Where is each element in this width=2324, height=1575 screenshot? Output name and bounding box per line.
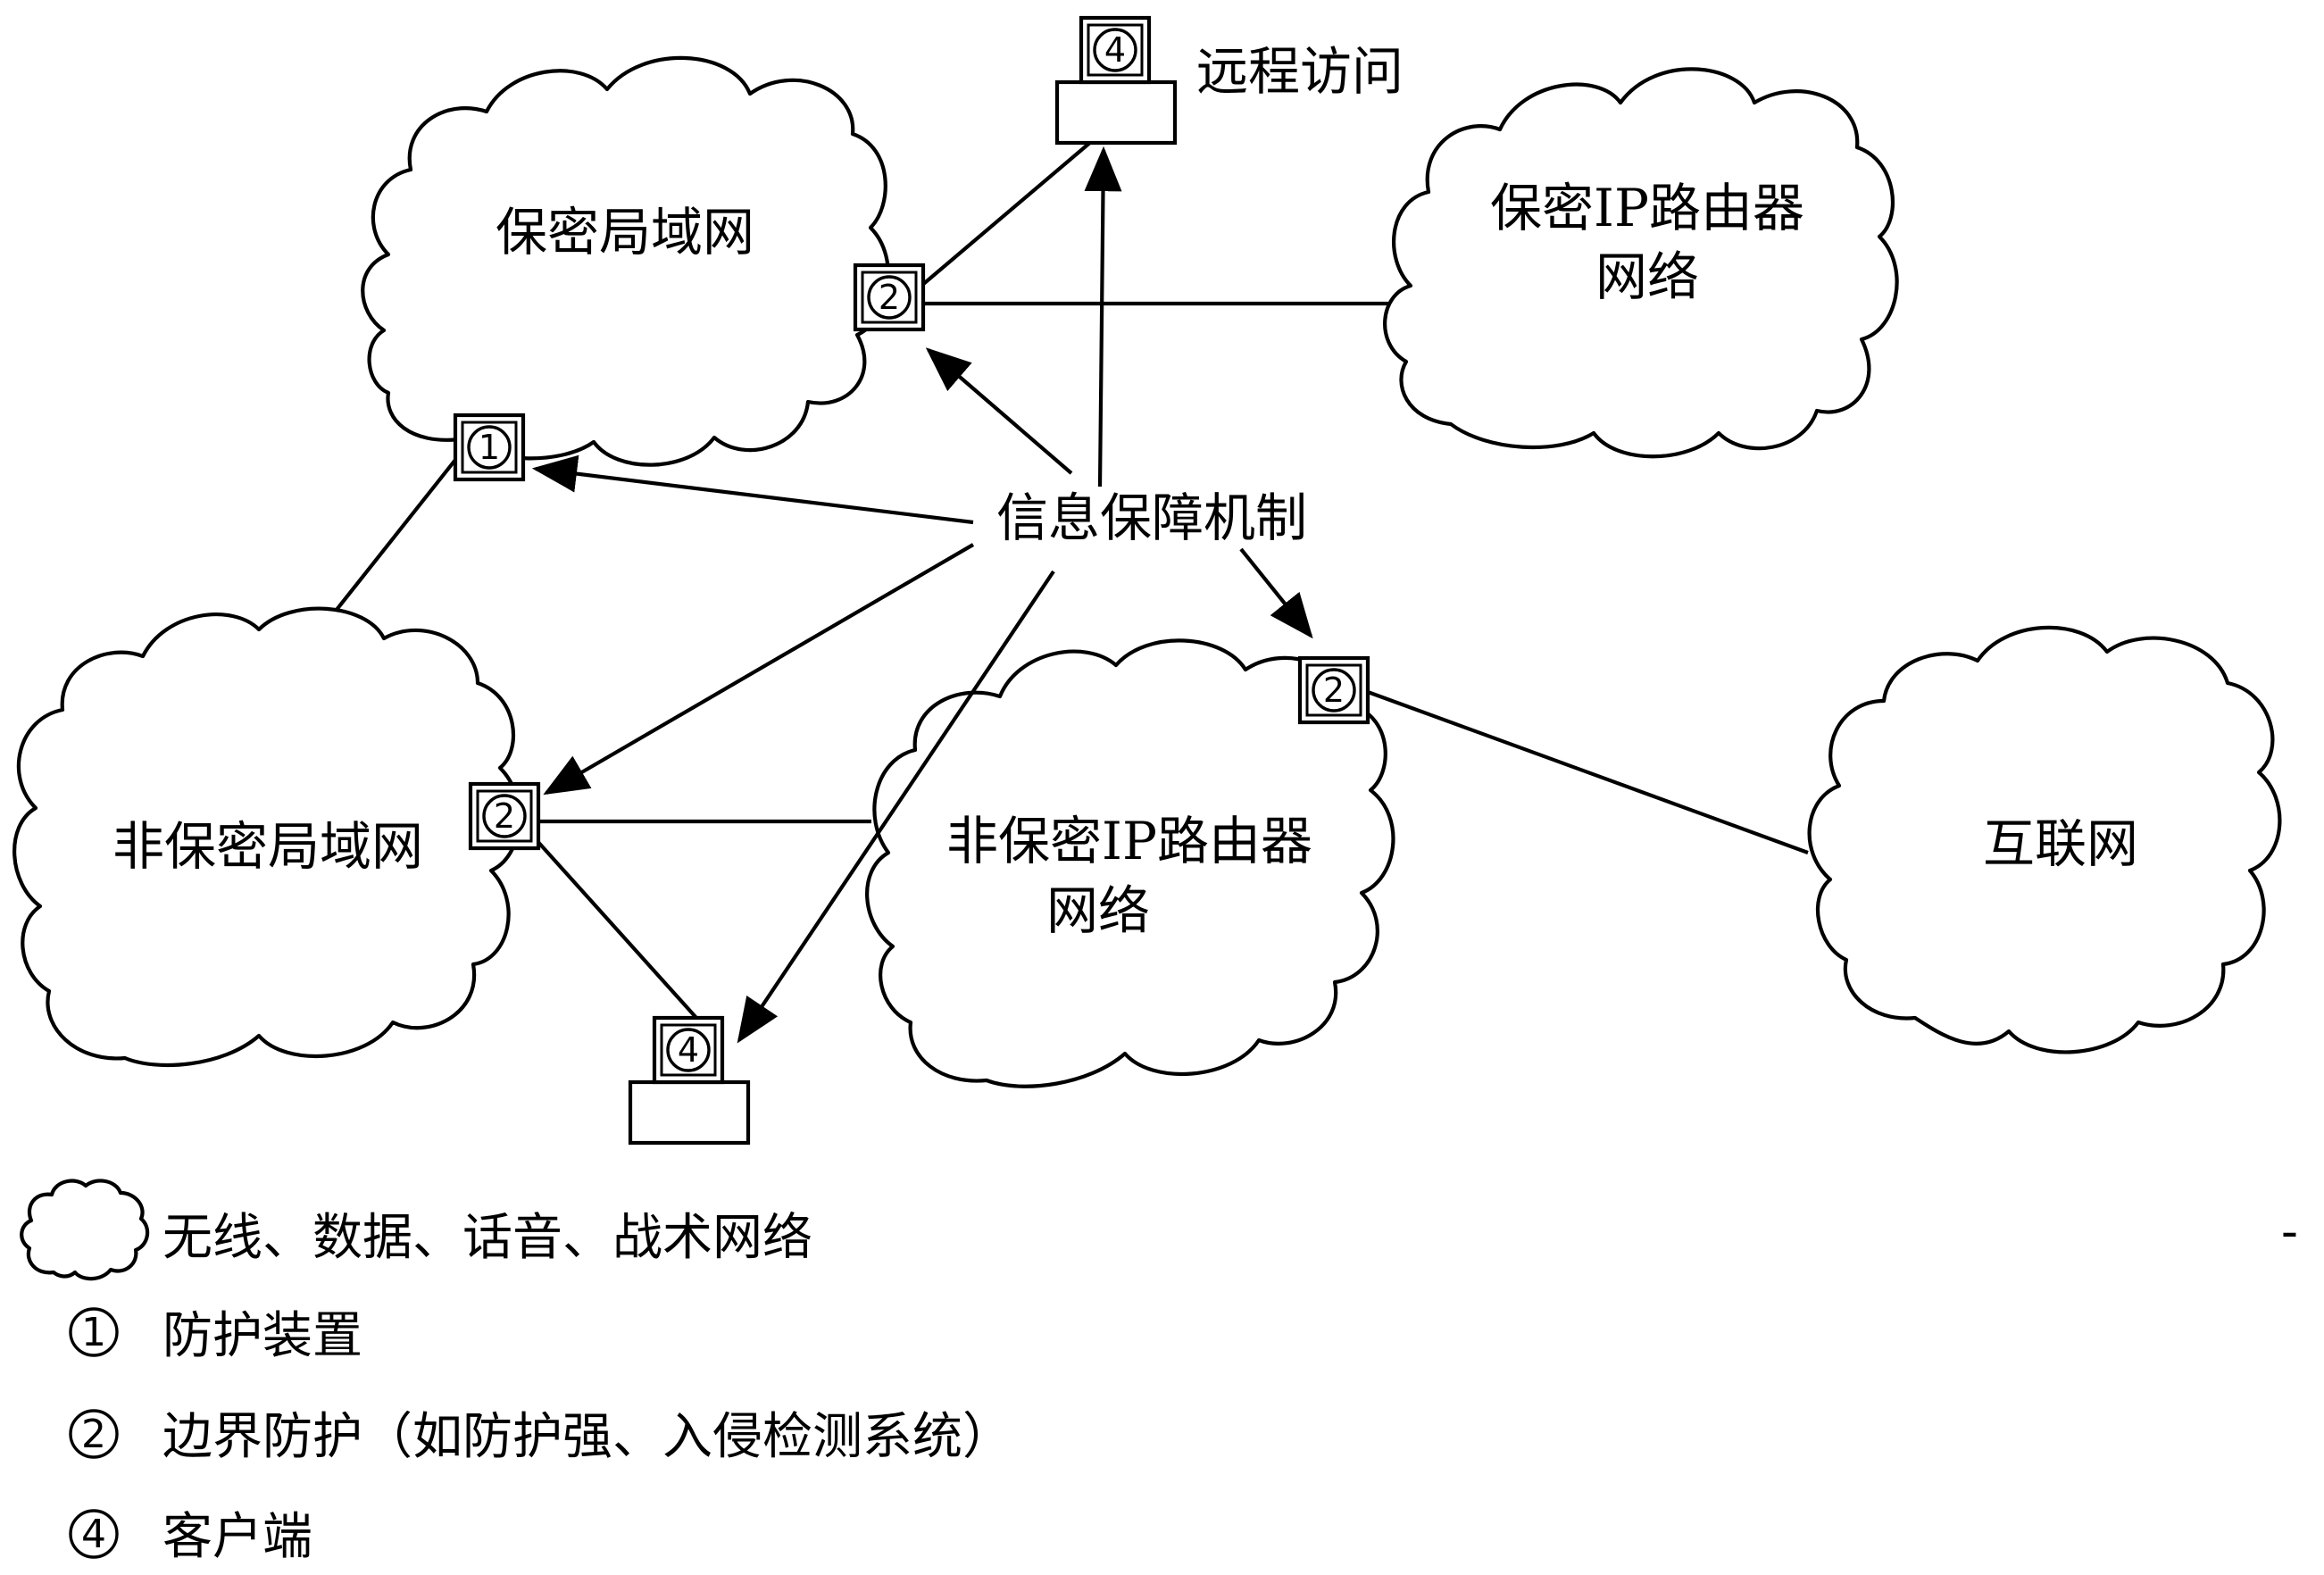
- arrow-to-nonsecure-boundary: [543, 543, 975, 796]
- legend-item-number: 2: [81, 1412, 106, 1457]
- nonsecure-lan-label: 非保密局域网: [112, 816, 423, 877]
- link-boundary-to-remote-access: [920, 139, 1094, 288]
- legend-dash: -: [2281, 1203, 2298, 1261]
- secure-ip-label-line1: 保密IP路由器: [1490, 178, 1804, 238]
- cloud-secure-lan: [361, 55, 891, 467]
- marker-4-number: 4: [678, 1030, 699, 1070]
- legend-item-protection-device: 1 防护装置: [69, 1307, 362, 1365]
- nonsecure-lan-boundary-marker: 2: [468, 781, 541, 851]
- marker-2-number: 2: [1323, 671, 1345, 710]
- internet-boundary-marker: 2: [1297, 655, 1370, 725]
- remote-access-label: 远程访问: [1196, 41, 1404, 102]
- arrow-to-internet-boundary: [1239, 547, 1313, 639]
- local-client-marker: 4: [628, 1015, 751, 1146]
- marker-1-number: 1: [479, 428, 500, 467]
- legend-item-text: 防护装置: [162, 1307, 362, 1365]
- internet-label: 互联网: [1983, 813, 2138, 874]
- nonsecure-ip-label-line1: 非保密IP路由器: [946, 811, 1312, 871]
- arrow-to-secure-boundary: [925, 347, 1073, 475]
- arrow-to-client: [737, 570, 1055, 1044]
- remote-client-marker: 4: [1054, 15, 1178, 146]
- link-secure-lan-to-nonsecure-lan: [324, 458, 457, 625]
- cloud-nonsecure-ip-network: [865, 638, 1395, 1088]
- link-boundary-to-client: [534, 838, 698, 1020]
- marker-4-number: 4: [1104, 30, 1126, 70]
- legend-item-number: 1: [81, 1310, 106, 1355]
- marker-2-number: 2: [879, 278, 900, 317]
- marker-2-number: 2: [494, 796, 515, 836]
- legend-item-text: 客户端: [162, 1508, 312, 1566]
- link-boundary-to-internet: [1367, 690, 1809, 854]
- nonsecure-ip-label-line2: 网络: [1046, 880, 1150, 941]
- cloud-internet: [1807, 625, 2282, 1054]
- center-label: 信息保障机制: [996, 488, 1307, 548]
- arrow-to-remote-access: [1084, 146, 1122, 488]
- cloud-nonsecure-lan: [12, 606, 521, 1067]
- protection-device-marker: 1: [453, 412, 526, 482]
- legend-item-client: 4 客户端: [69, 1508, 312, 1566]
- legend-item-number: 4: [81, 1512, 106, 1557]
- legend-cloud-icon: [20, 1179, 150, 1281]
- legend-cloud-text: 无线、数据、话音、战术网络: [162, 1209, 812, 1267]
- legend-item-text: 边界防护（如防护强、入侵检测系统）: [162, 1408, 1012, 1466]
- arrow-to-protection-device: [531, 454, 974, 525]
- cloud-secure-ip-network: [1383, 67, 1899, 459]
- secure-lan-label: 保密局域网: [496, 202, 754, 262]
- secure-ip-label-line2: 网络: [1595, 246, 1699, 307]
- legend-item-boundary-protection: 2 边界防护（如防护强、入侵检测系统）: [69, 1408, 1012, 1466]
- secure-boundary-marker: 2: [853, 262, 926, 332]
